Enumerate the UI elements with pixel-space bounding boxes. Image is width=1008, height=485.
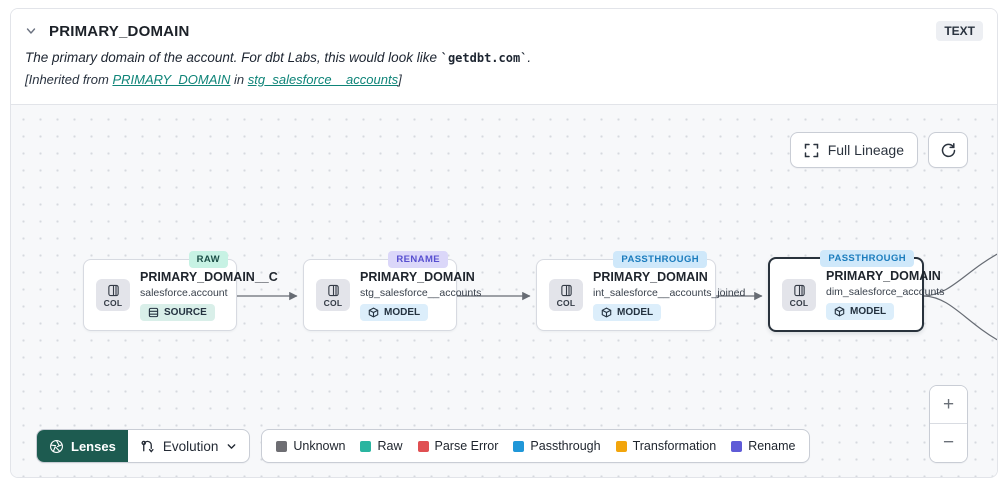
legend-swatch bbox=[276, 440, 288, 452]
evolution-legend: Unknown Raw Parse Error Passthrough Tran… bbox=[261, 429, 811, 463]
refresh-icon bbox=[940, 142, 957, 159]
lineage-canvas[interactable]: Full Lineage RAW COL PRIMARY_DOMAIN__C bbox=[11, 104, 997, 477]
legend-item: Parse Error bbox=[417, 439, 498, 453]
legend-item: Rename bbox=[731, 439, 795, 453]
legend-swatch bbox=[360, 440, 372, 452]
legend-swatch bbox=[513, 440, 525, 452]
expand-icon bbox=[804, 143, 819, 158]
column-icon: COL bbox=[782, 278, 816, 311]
chevron-down-icon bbox=[227, 443, 236, 449]
evolution-badge: RENAME bbox=[388, 251, 448, 268]
lens-aperture-icon bbox=[50, 439, 63, 453]
legend-swatch bbox=[615, 440, 627, 452]
column-icon: COL bbox=[549, 279, 583, 311]
full-lineage-button[interactable]: Full Lineage bbox=[789, 132, 918, 168]
node-model-name: stg_salesforce__accounts bbox=[360, 286, 482, 299]
legend-item: Raw bbox=[360, 439, 403, 453]
node-column-name: PRIMARY_DOMAIN bbox=[826, 269, 941, 283]
collapse-chevron-icon[interactable] bbox=[25, 25, 37, 37]
node-column-name: PRIMARY_DOMAIN__C bbox=[140, 269, 278, 284]
inherited-model-link[interactable]: stg_salesforce__accounts bbox=[247, 72, 399, 87]
evolution-route-icon bbox=[141, 440, 154, 453]
evolution-badge: RAW bbox=[188, 251, 228, 268]
node-column-name: PRIMARY_DOMAIN bbox=[593, 269, 708, 284]
zoom-out-button[interactable]: − bbox=[930, 424, 967, 462]
resource-type-chip: MODEL bbox=[826, 303, 895, 320]
legend-item: Transformation bbox=[615, 439, 716, 453]
column-lineage-panel: PRIMARY_DOMAIN TEXT The primary domain o… bbox=[10, 8, 998, 478]
column-description: The primary domain of the account. For d… bbox=[25, 50, 532, 65]
column-icon: COL bbox=[316, 279, 350, 311]
node-model-name: salesforce.account bbox=[140, 286, 228, 299]
model-icon bbox=[368, 306, 379, 318]
data-type-badge: TEXT bbox=[936, 21, 983, 41]
legend-item: Passthrough bbox=[513, 439, 601, 453]
source-icon bbox=[148, 307, 159, 317]
lineage-node-salesforce-account[interactable]: RAW COL PRIMARY_DOMAIN__C salesforce.acc… bbox=[83, 251, 278, 331]
lineage-node-stg-salesforce-accounts[interactable]: RENAME COL PRIMARY_DOMAIN stg_salesforce… bbox=[303, 251, 481, 331]
node-model-name: int_salesforce__accounts_joined bbox=[593, 286, 746, 299]
lens-dropdown[interactable]: Evolution bbox=[128, 430, 250, 462]
evolution-badge: PASSTHROUGH bbox=[613, 251, 707, 268]
legend-swatch bbox=[731, 440, 743, 452]
node-model-name: dim_salesforce_accounts bbox=[826, 286, 945, 298]
inline-code: `getdbt.com` bbox=[440, 51, 528, 65]
lens-toolbar: Lenses Evolution Unknown Raw Parse Error… bbox=[36, 429, 811, 463]
resource-type-chip: MODEL bbox=[360, 303, 429, 321]
evolution-badge: PASSTHROUGH bbox=[820, 250, 914, 267]
model-icon bbox=[601, 306, 612, 318]
lineage-node-dim-salesforce-accounts[interactable]: PASSTHROUGH COL PRIMARY_DOMAIN dim_sales… bbox=[768, 250, 944, 332]
legend-item: Unknown bbox=[276, 439, 345, 453]
resource-type-chip: MODEL bbox=[593, 303, 662, 321]
column-title: PRIMARY_DOMAIN bbox=[49, 22, 190, 40]
lenses-button[interactable]: Lenses bbox=[37, 430, 128, 462]
inherited-from-note: [Inherited from PRIMARY_DOMAIN in stg_sa… bbox=[25, 72, 402, 87]
panel-header: PRIMARY_DOMAIN TEXT The primary domain o… bbox=[11, 9, 997, 87]
column-icon: COL bbox=[96, 279, 130, 311]
resource-type-chip: SOURCE bbox=[140, 303, 215, 321]
lenses-selector[interactable]: Lenses Evolution bbox=[36, 429, 251, 463]
refresh-button[interactable] bbox=[928, 132, 968, 168]
model-icon bbox=[834, 306, 845, 317]
inherited-column-link[interactable]: PRIMARY_DOMAIN bbox=[112, 72, 231, 87]
zoom-controls: + − bbox=[929, 385, 968, 463]
zoom-in-button[interactable]: + bbox=[930, 386, 967, 424]
lineage-node-int-salesforce-accounts-joined[interactable]: PASSTHROUGH COL PRIMARY_DOMAIN int_sales… bbox=[536, 251, 745, 331]
legend-swatch bbox=[417, 440, 429, 452]
node-column-name: PRIMARY_DOMAIN bbox=[360, 269, 475, 284]
